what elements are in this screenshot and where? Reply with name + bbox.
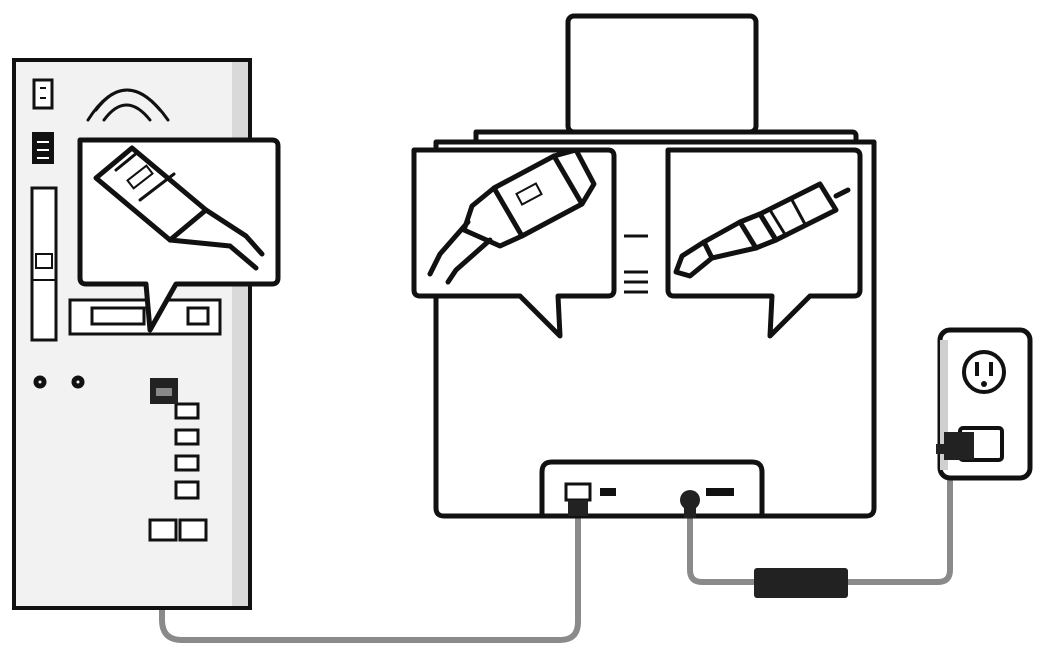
computer-usb-callout — [77, 137, 281, 333]
computer-usb-plug — [150, 378, 178, 404]
power-adapter — [754, 568, 848, 598]
scanner-power-plug — [684, 504, 696, 518]
dc-power-plug-icon — [673, 181, 851, 279]
fan-vent — [86, 88, 170, 122]
usb-b-plug-icon — [427, 147, 597, 285]
scanner-usb-plug — [568, 500, 588, 516]
wall-outlet — [936, 327, 1033, 481]
usb-cable — [159, 397, 581, 643]
power-cable — [687, 452, 953, 585]
scanner — [433, 13, 877, 519]
scanner-power-callout — [665, 147, 863, 339]
scanner-usb-callout — [411, 147, 617, 339]
usb-a-plug-icon — [93, 145, 265, 271]
computer-usb-port-column — [148, 402, 208, 542]
outlet-socket-top — [962, 350, 1006, 394]
outlet-plug — [936, 426, 1004, 462]
